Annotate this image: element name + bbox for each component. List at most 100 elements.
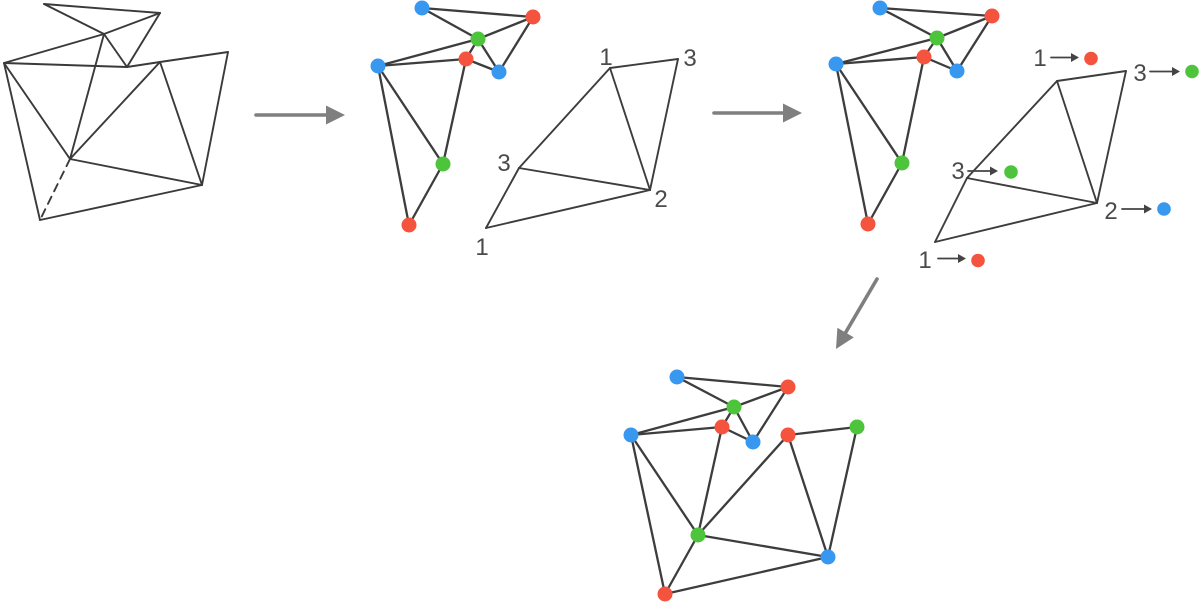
wireframe-dashed-edge — [39, 158, 71, 221]
wireframe-edge — [39, 184, 203, 221]
mapping-arrow-head — [958, 254, 966, 263]
graph-edge — [420, 6, 480, 41]
graph-edge — [935, 14, 994, 40]
triangle-edge — [934, 177, 968, 243]
wireframe-edge — [69, 61, 161, 160]
graph-node-red — [458, 51, 474, 67]
flow-arrow-shaft — [842, 277, 879, 337]
graph-edge — [732, 385, 790, 409]
graph-node-blue — [820, 549, 836, 565]
mapping-dot-green — [1004, 165, 1018, 179]
flow-arrow-2 — [712, 103, 802, 123]
wireframe-edge — [69, 33, 105, 160]
graph-node-green — [726, 399, 742, 415]
triangle-vertex-label: 3 — [683, 45, 696, 72]
triangle-edge — [1056, 70, 1127, 82]
wireframe-edge — [159, 51, 229, 63]
graph-edge — [420, 6, 535, 19]
wireframe-edge — [126, 61, 161, 68]
graph-edge — [663, 555, 830, 596]
graph-node-red — [916, 49, 932, 65]
graph-edge — [878, 6, 994, 18]
triangle-edge — [649, 58, 679, 191]
graph-edge — [376, 64, 445, 166]
graph-edge — [663, 533, 700, 596]
wireframe-mesh — [3, 3, 229, 221]
triangle-edge — [485, 167, 520, 229]
triangle-edge — [1056, 80, 1098, 204]
graph-node-green — [849, 419, 865, 435]
mapping-dot-green — [1185, 64, 1199, 79]
mapping-label: 2 — [1104, 198, 1117, 225]
mapping-label: 1 — [1033, 45, 1046, 72]
triangle-edge — [966, 80, 1058, 179]
graph-node-blue — [623, 427, 639, 443]
flow-arrow-head — [326, 105, 345, 125]
index-color-mapping: 1 — [1033, 45, 1098, 72]
graph-edge — [878, 6, 939, 40]
graph-node-red — [525, 9, 541, 25]
graph-edge — [834, 36, 939, 66]
graph-edge — [786, 425, 859, 437]
graph-edge — [629, 433, 667, 596]
flow-arrow-head — [783, 103, 802, 123]
triangle-vertex-label: 2 — [654, 186, 667, 213]
flow-arrow-head — [836, 327, 854, 349]
merged-graph-bottom — [623, 369, 865, 602]
triangle-edge — [609, 67, 651, 191]
graph-edge — [376, 57, 468, 68]
wireframe-edge — [43, 3, 161, 14]
index-color-mapping: 3 — [951, 158, 1018, 185]
graph-node-red — [714, 419, 730, 435]
triangle-vertex-label: 1 — [599, 44, 612, 71]
graph-edge — [629, 405, 736, 437]
wireframe-edge — [103, 33, 128, 68]
graph-edge — [376, 64, 411, 227]
graph-edge — [407, 162, 445, 227]
graph-edge — [376, 37, 480, 68]
graph-edge — [834, 55, 926, 66]
wireframe-edge — [103, 12, 161, 35]
graph-node-blue — [491, 64, 507, 80]
graph-edge — [441, 57, 468, 166]
graph-node-red — [657, 586, 673, 602]
wireframe-edge — [3, 62, 71, 160]
graph-node-red — [984, 8, 1000, 24]
wireframe-edge — [201, 51, 229, 186]
mapping-arrow-head — [1172, 67, 1180, 76]
mapping-dot-red — [971, 253, 985, 268]
triangle-edge — [485, 189, 651, 229]
graph-edge — [751, 385, 790, 444]
graph-edge — [675, 375, 790, 389]
triangle-edge — [934, 202, 1098, 243]
graph-edge — [834, 62, 904, 165]
mapping-label: 3 — [951, 158, 964, 185]
mapping-dot-blue — [1157, 202, 1171, 216]
triangle-edge — [609, 58, 679, 69]
graph-node-blue — [828, 56, 844, 72]
mapping-label: 3 — [1133, 60, 1146, 87]
triangle-edge — [1096, 70, 1127, 204]
flow-arrow-1 — [254, 105, 345, 125]
mapping-dot-red — [1084, 51, 1098, 66]
graph-node-red — [780, 427, 796, 443]
graph-node-red — [780, 379, 796, 395]
graph-node-green — [690, 527, 706, 543]
graph-edge — [786, 433, 830, 559]
graph-edge — [826, 425, 859, 559]
graph-node-red — [860, 216, 876, 232]
graph-node-green — [894, 155, 910, 171]
colored-graph-middle — [370, 0, 541, 233]
graph-edge — [696, 425, 724, 537]
triangle-edge — [518, 67, 611, 169]
graph-node-green — [929, 30, 945, 46]
graph-node-green — [470, 31, 486, 47]
graph-node-blue — [370, 58, 386, 74]
triangle-edge — [518, 167, 651, 191]
mapping-arrow-head — [1071, 53, 1079, 62]
wireframe-edge — [3, 62, 41, 221]
wireframe-edge — [126, 12, 161, 68]
index-color-mapping: 2 — [1104, 198, 1171, 225]
